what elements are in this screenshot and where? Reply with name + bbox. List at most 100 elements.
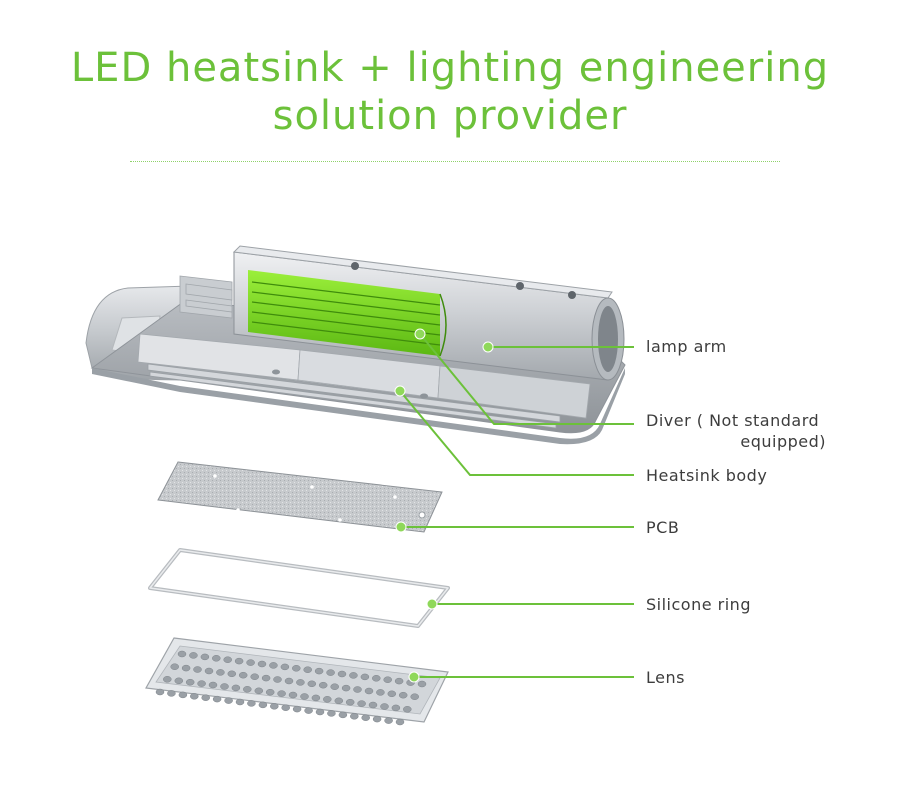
- lens-optic: [307, 680, 317, 688]
- lens-optic: [292, 705, 302, 713]
- lens-optic: [315, 708, 325, 716]
- lens-optic: [231, 684, 241, 692]
- label-heatsink-body: Heatsink body: [646, 466, 768, 485]
- lens-optic: [189, 652, 198, 659]
- lens-optic: [292, 665, 301, 672]
- lens-optic: [181, 664, 191, 672]
- lens-optic: [368, 701, 378, 709]
- dot-heatsink: [394, 385, 406, 397]
- lens-optic: [201, 694, 210, 701]
- lens-optic: [361, 714, 370, 721]
- heatsink-body: [85, 275, 626, 445]
- lens-optic: [330, 683, 339, 690]
- pcb-board: [157, 461, 443, 533]
- lens-optic: [364, 687, 374, 695]
- lens-optic: [341, 684, 351, 692]
- lens-optic: [357, 700, 366, 707]
- lens-optic: [235, 698, 245, 706]
- dot-lens: [408, 671, 420, 683]
- lens-optic: [353, 686, 362, 693]
- lens-optic: [178, 691, 188, 699]
- lens-optic: [193, 666, 202, 673]
- lens-optic: [395, 718, 405, 726]
- silicone-ring: [148, 548, 450, 628]
- lens-optic: [384, 717, 393, 724]
- lens-optic: [246, 659, 255, 666]
- lens-optic: [254, 687, 264, 695]
- lens-optic: [410, 693, 419, 700]
- lens-optic: [334, 697, 344, 705]
- label-lens: Lens: [646, 668, 685, 687]
- lens-optic: [398, 691, 408, 699]
- lens-optic: [350, 713, 359, 720]
- lens-optic: [284, 677, 294, 685]
- lens-optic: [261, 674, 271, 682]
- lens-optic: [265, 688, 275, 696]
- lens-optic: [270, 703, 279, 710]
- lens-optic: [216, 669, 225, 676]
- label-driver-line-1: Diver ( Not standard: [646, 411, 820, 430]
- lens-optic: [200, 653, 210, 661]
- lens-optic: [204, 667, 214, 675]
- lens-optic: [247, 700, 256, 707]
- lens-optic: [337, 670, 347, 678]
- leader-heatsink: [399, 390, 634, 476]
- lens-optic: [177, 650, 187, 658]
- lens-optic: [170, 663, 179, 670]
- lens-optic: [163, 676, 172, 683]
- lens-optic: [323, 696, 332, 703]
- lens-optic: [327, 710, 336, 717]
- leader-driver: [419, 333, 634, 425]
- lens-optic: [277, 690, 286, 697]
- dot-pcb: [395, 521, 407, 533]
- lens-optic: [349, 672, 358, 679]
- lens-optic: [243, 686, 252, 693]
- lens-optic: [376, 689, 385, 696]
- lens-optic: [296, 679, 305, 686]
- driver-unit: [248, 270, 447, 357]
- lens-optic: [326, 669, 335, 676]
- lens-optic: [387, 690, 397, 698]
- label-lamp-arm: lamp arm: [646, 337, 727, 356]
- lens-panel: [145, 637, 449, 726]
- lens-optic: [281, 704, 290, 711]
- lens-optic: [155, 688, 165, 696]
- lens-optic: [220, 683, 229, 690]
- lens-optic: [372, 715, 382, 723]
- lens-optic: [269, 662, 278, 669]
- lens-optic: [383, 676, 392, 683]
- lens-optic: [273, 676, 282, 683]
- lens-optic: [185, 678, 195, 686]
- lens-optic: [280, 663, 290, 671]
- lens-optic: [391, 704, 401, 712]
- lens-optic: [197, 680, 206, 687]
- lens-optic: [238, 671, 248, 679]
- page-title-line-1: LED heatsink + lighting engineering: [70, 45, 830, 91]
- lens-optic: [300, 693, 309, 700]
- lens-optic: [174, 677, 184, 685]
- dot-lamp-arm: [482, 341, 494, 353]
- label-silicone-ring: Silicone ring: [646, 595, 751, 614]
- lens-optic: [190, 693, 199, 700]
- lens-optic: [212, 655, 221, 662]
- lens-optic: [314, 667, 324, 675]
- lens-optic: [208, 681, 218, 689]
- lens-optic: [303, 666, 312, 673]
- lens-optic: [167, 690, 176, 697]
- lens-optic: [345, 698, 355, 706]
- title-divider: [130, 161, 780, 162]
- lens-optic: [212, 695, 222, 703]
- lens-optic: [318, 681, 328, 689]
- lens-optic: [258, 701, 268, 709]
- lens-optic: [338, 711, 348, 719]
- lens-optic: [380, 703, 389, 710]
- label-pcb: PCB: [646, 518, 680, 537]
- lens-optic: [372, 675, 381, 682]
- lens-optic: [224, 697, 233, 704]
- lens-optic: [227, 670, 237, 678]
- lens-optic: [288, 691, 298, 699]
- lens-optic: [304, 707, 313, 714]
- lens-optic: [417, 680, 427, 688]
- dot-silicone: [426, 598, 438, 610]
- page-title-line-2: solution provider: [272, 93, 628, 139]
